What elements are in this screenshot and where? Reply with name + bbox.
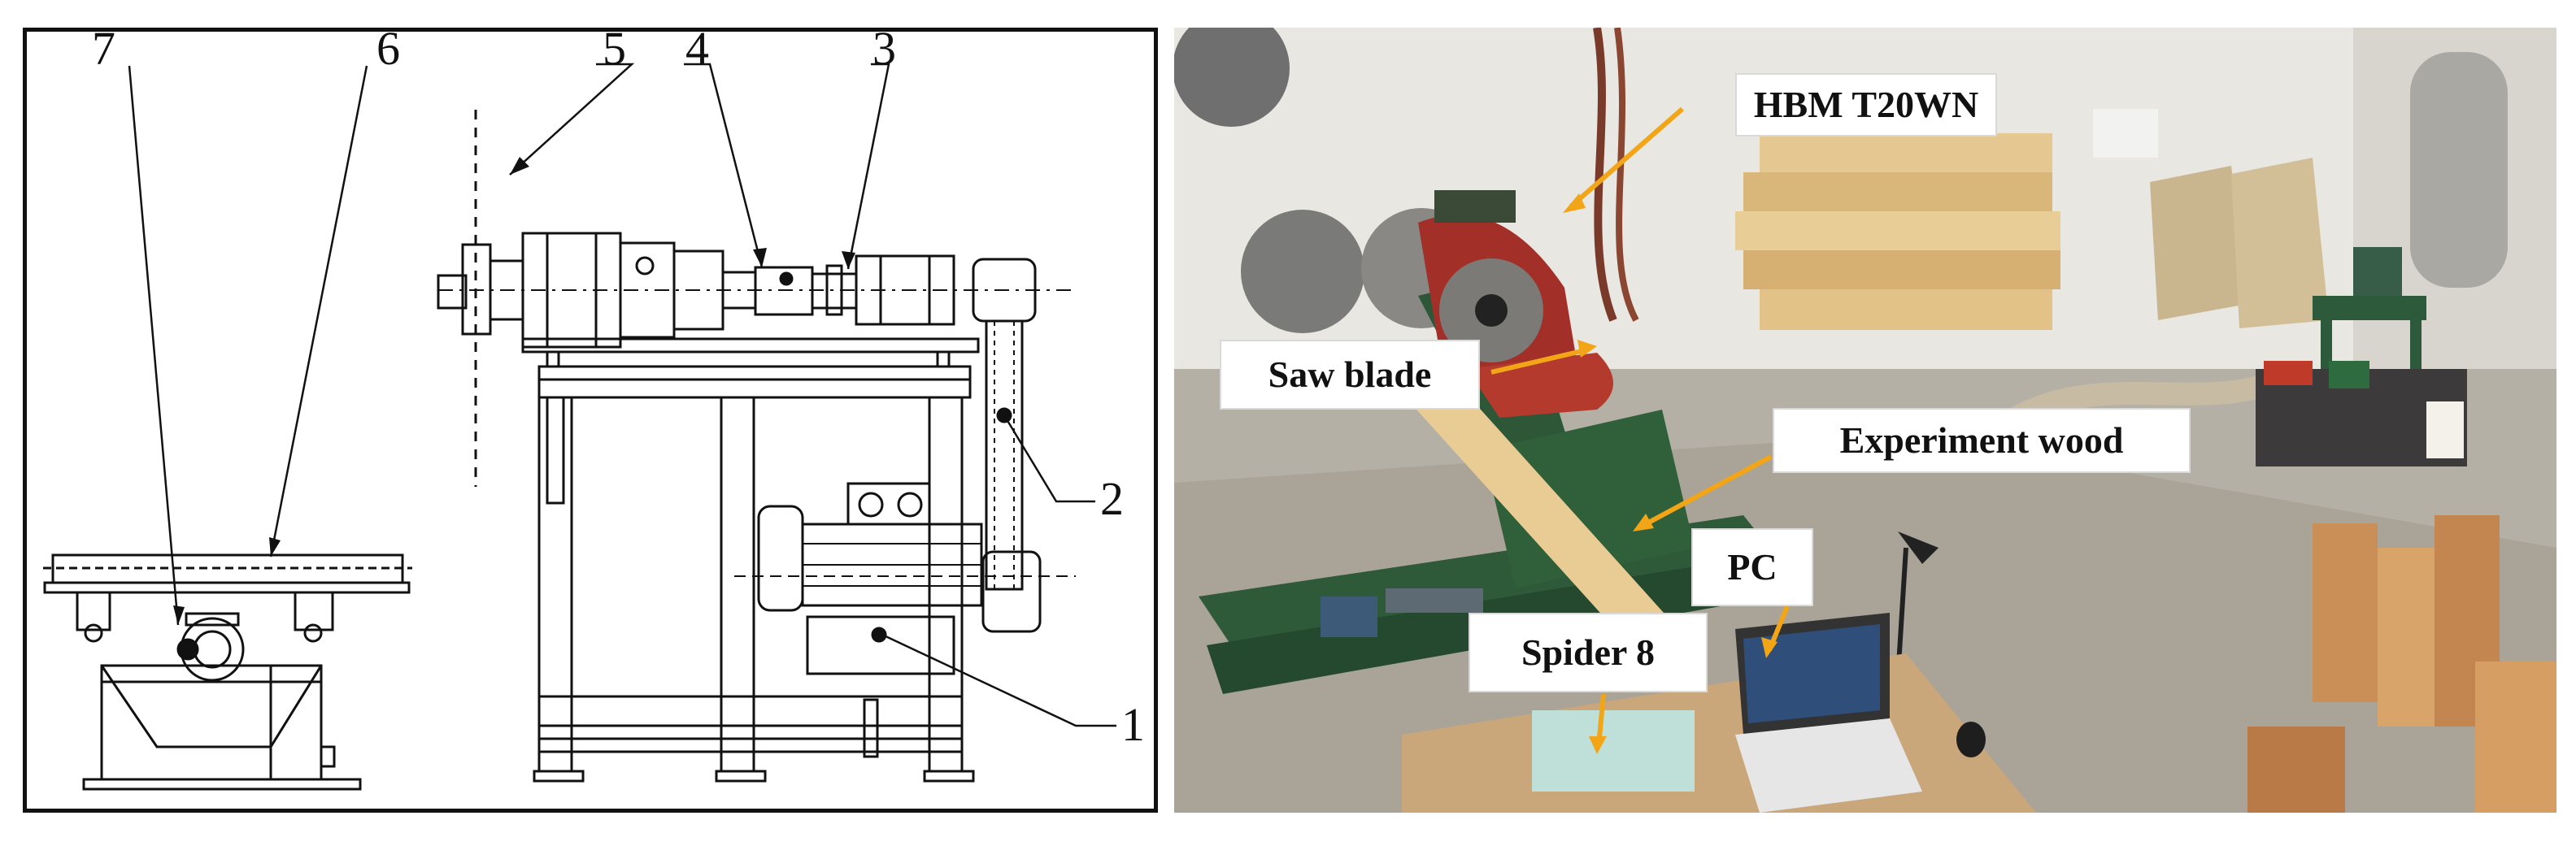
callout-5: 5 (603, 32, 626, 75)
experiment-wood-beam (1402, 385, 1678, 645)
label-arrows (1490, 106, 1790, 754)
wood-stack (1735, 133, 2060, 330)
callout-1: 1 (1121, 698, 1145, 751)
technical-drawing: 7 6 5 4 3 2 1 (43, 32, 1145, 791)
front-view-motor (757, 505, 804, 612)
leader-arrowheads (173, 157, 855, 625)
label-pc: PC (1691, 528, 1813, 606)
front-view-table (537, 365, 972, 399)
spider8-device (1532, 710, 1695, 792)
photo-illustration (1174, 28, 2556, 813)
technical-drawing-panel: 7 6 5 4 3 2 1 (23, 28, 1158, 813)
label-spider-8: Spider 8 (1469, 613, 1708, 692)
callout-7: 7 (92, 32, 115, 75)
front-view-belt (985, 319, 1024, 591)
callout-6: 6 (376, 32, 400, 75)
label-experiment-wood: Experiment wood (1773, 408, 2191, 473)
callout-3: 3 (872, 32, 896, 75)
label-hbm-t20wn: HBM T20WN (1735, 73, 1997, 137)
callout-4: 4 (685, 32, 709, 75)
side-view (43, 553, 412, 791)
experimental-setup-photo: HBM T20WN Saw blade Experiment wood PC S… (1174, 28, 2556, 813)
leader-lines (128, 63, 1116, 727)
label-saw-blade: Saw blade (1220, 340, 1480, 410)
callout-2: 2 (1100, 472, 1124, 525)
front-view (437, 110, 1076, 783)
